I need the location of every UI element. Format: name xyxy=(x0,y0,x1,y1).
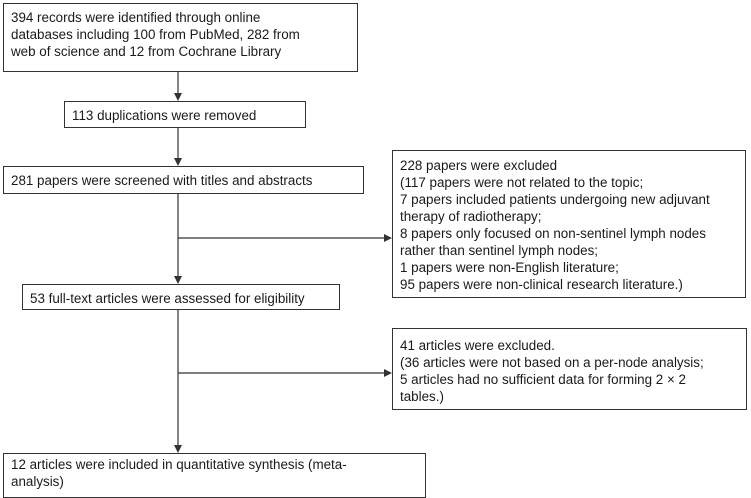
included-articles-box: 12 articles were included in quantitativ… xyxy=(3,453,426,498)
box-text-line: 228 papers were excluded xyxy=(400,158,558,173)
box-text-line: 41 articles were excluded. xyxy=(400,338,555,353)
box-text-line: analysis) xyxy=(11,474,64,489)
arrowhead-excluded-fulltext xyxy=(384,369,392,377)
arrowhead-duplicates xyxy=(174,93,182,101)
box-text-line: 95 papers were non-clinical research lit… xyxy=(400,277,683,292)
arrowhead-screened xyxy=(174,158,182,166)
arrowhead-excluded-screening xyxy=(384,234,392,242)
excluded-screening-box: 228 papers were excluded (117 papers wer… xyxy=(392,150,746,298)
box-text-line: 5 articles had no sufficient data for fo… xyxy=(400,372,686,387)
arrowhead-fulltext xyxy=(174,276,182,284)
box-text-line: 53 full-text articles were assessed for … xyxy=(30,291,305,306)
box-text-line: 113 duplications were removed xyxy=(72,108,257,123)
excluded-fulltext-box: 41 articles were excluded. (36 articles … xyxy=(392,328,747,410)
box-text-line: databases including 100 from PubMed, 282… xyxy=(11,27,300,42)
box-text-line: (36 articles were not based on a per-nod… xyxy=(400,355,704,370)
arrowhead-included xyxy=(174,445,182,453)
box-text-line: (117 papers were not related to the topi… xyxy=(400,175,644,190)
box-text-line: 12 articles were included in quantitativ… xyxy=(11,457,347,472)
box-text-line: 281 papers were screened with titles and… xyxy=(11,173,313,188)
identified-records-box: 394 records were identified through onli… xyxy=(3,3,358,72)
box-text-line: 1 papers were non-English literature; xyxy=(400,260,619,275)
box-text-line: rather than sentinel lymph nodes; xyxy=(400,243,599,258)
box-text-line: 7 papers included patients undergoing ne… xyxy=(400,192,710,207)
box-text-line: 8 papers only focused on non-sentinel ly… xyxy=(400,226,706,241)
box-text-line: therapy of radiotherapy; xyxy=(400,209,542,224)
duplicates-removed-box: 113 duplications were removed xyxy=(64,101,306,128)
screened-papers-box: 281 papers were screened with titles and… xyxy=(3,166,364,194)
box-text-line: tables.) xyxy=(400,389,444,404)
box-text-line: 394 records were identified through onli… xyxy=(11,10,261,25)
box-text-line: web of science and 12 from Cochrane Libr… xyxy=(11,44,282,59)
fulltext-assessed-box: 53 full-text articles were assessed for … xyxy=(22,284,340,310)
